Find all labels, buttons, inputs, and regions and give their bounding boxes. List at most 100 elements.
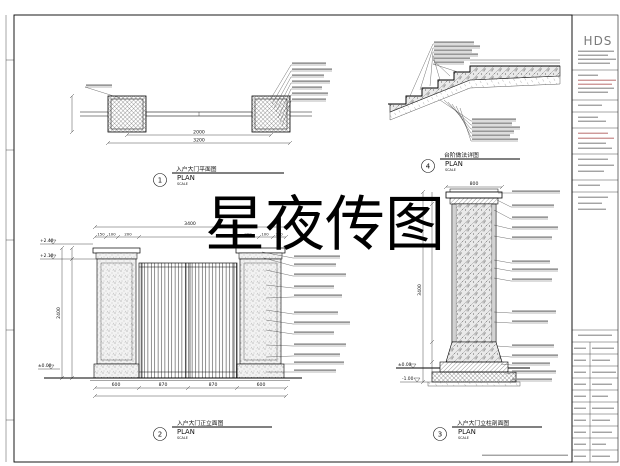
annotation-text-mark (292, 80, 330, 82)
annotation-text-mark (292, 86, 322, 88)
annotation-callout (269, 62, 326, 101)
small-text-mark (578, 120, 606, 122)
annotation-text-mark (294, 369, 336, 371)
small-text-mark (574, 431, 586, 433)
small-text-mark (592, 359, 610, 361)
title-block-table (572, 342, 618, 462)
elevation-view-title: 入户大门正立面图 (177, 419, 224, 427)
small-text-mark (578, 58, 616, 60)
elevation-dim-left-3: 200 (124, 232, 132, 237)
small-text-mark (578, 50, 614, 52)
sheet-frame (5, 14, 619, 463)
plan-dim-inner: 2000 (193, 130, 205, 136)
annotation-text-mark (434, 45, 480, 47)
elevation-levels: +2.40 +2.10 ±0.00 (38, 238, 96, 370)
annotation-callout (265, 329, 334, 335)
small-text-mark (578, 142, 606, 144)
annotation-callout (493, 320, 548, 324)
annotation-callout (510, 378, 552, 382)
small-text-mark (578, 202, 602, 204)
annotation-callouts (84, 41, 560, 382)
small-text-mark (574, 407, 586, 409)
elevation-dim-bottom-4: 600 (257, 382, 266, 388)
annotation-callout (439, 99, 516, 122)
annotation-callout (277, 86, 322, 119)
annotation-text-mark (472, 138, 518, 140)
annotation-callout (498, 190, 560, 194)
elevation-view-scale-label: SCALE (177, 436, 188, 440)
small-text-mark (578, 74, 598, 76)
annotation-text-mark (512, 226, 558, 228)
annotation-text-mark (472, 130, 514, 132)
section-view-number: 3 (438, 431, 442, 439)
small-text-mark (578, 62, 610, 64)
annotation-callout (263, 257, 336, 267)
plan-view-subtitle: PLAN (177, 174, 195, 182)
annotation-text-mark (472, 118, 516, 120)
annotation-text-mark (512, 354, 558, 356)
annotation-callout (493, 224, 558, 230)
annotation-callout (455, 105, 510, 138)
elevation-gate (138, 262, 238, 379)
small-text-mark (578, 334, 612, 336)
annotation-callout (451, 103, 514, 134)
elevation-dim-right-3: 150 (275, 232, 283, 237)
small-text-mark (578, 184, 600, 186)
small-text-mark (578, 170, 604, 172)
plan-gate-leaves (145, 111, 253, 117)
annotation-text-mark (292, 62, 326, 64)
annotation-callout (409, 41, 474, 97)
annotation-callout (505, 370, 556, 375)
annotation-callout (496, 344, 554, 348)
annotation-text-mark (294, 311, 338, 313)
annotation-text-mark (512, 268, 558, 270)
annotation-callout (265, 343, 346, 347)
view-elevation: +2.40 +2.10 ±0.00 3400 150 (38, 221, 302, 441)
section-level-ground: ±0.00 (398, 362, 412, 368)
small-text-mark (578, 164, 614, 166)
annotation-text-mark (512, 204, 554, 206)
elevation-dimensions: 3400 150 100 200 200 100 150 2400 (56, 221, 289, 399)
small-text-mark (578, 158, 608, 160)
step-view-label: 4 台阶做法详图 PLAN SCALE (421, 151, 520, 173)
annotation-callout (429, 49, 472, 87)
elevation-dim-bottom-2: 870 (159, 382, 168, 388)
watermark-text: 星夜传图 (205, 190, 445, 260)
plan-view-title: 入户大门平面图 (176, 165, 217, 173)
small-text-mark (482, 454, 568, 456)
annotation-callout (493, 209, 548, 220)
section-view-scale-label: SCALE (458, 436, 469, 440)
elevation-dim-overall: 3400 (184, 221, 196, 227)
small-text-mark (592, 383, 612, 385)
elevation-dim-left-2: 100 (108, 232, 116, 237)
annotation-text-mark (294, 321, 350, 323)
annotation-text-mark (512, 190, 560, 192)
section-dim-width: 800 (470, 181, 479, 187)
small-text-mark (578, 83, 612, 85)
title-block-text-lines (482, 50, 616, 457)
plan-right-column (251, 95, 291, 133)
annotation-callout (493, 267, 558, 272)
small-text-mark (578, 91, 608, 93)
small-text-mark (592, 395, 608, 397)
elevation-ground (44, 377, 302, 381)
small-text-mark (592, 455, 610, 457)
small-text-mark (592, 371, 616, 373)
small-text-mark (592, 419, 610, 421)
annotation-callout (271, 68, 332, 105)
section-levels: ±0.00 -1.00 (398, 362, 428, 383)
small-text-mark (578, 196, 608, 198)
annotation-text-mark (472, 134, 510, 136)
annotation-text-mark (512, 310, 556, 312)
annotation-text-mark (294, 273, 346, 275)
annotation-callout (281, 98, 326, 127)
elevation-view-number: 2 (158, 431, 162, 439)
annotation-callout (493, 310, 556, 314)
annotation-text-mark (512, 378, 552, 380)
small-text-mark (578, 137, 614, 139)
elevation-level-top: +2.40 (40, 238, 54, 244)
view-plan: 2000 3200 1 入户大门平面图 PLAN SCALE (69, 93, 312, 187)
annotation-text-mark (294, 294, 342, 296)
firm-logo: HDS (584, 34, 613, 48)
annotation-text-mark (292, 92, 328, 94)
